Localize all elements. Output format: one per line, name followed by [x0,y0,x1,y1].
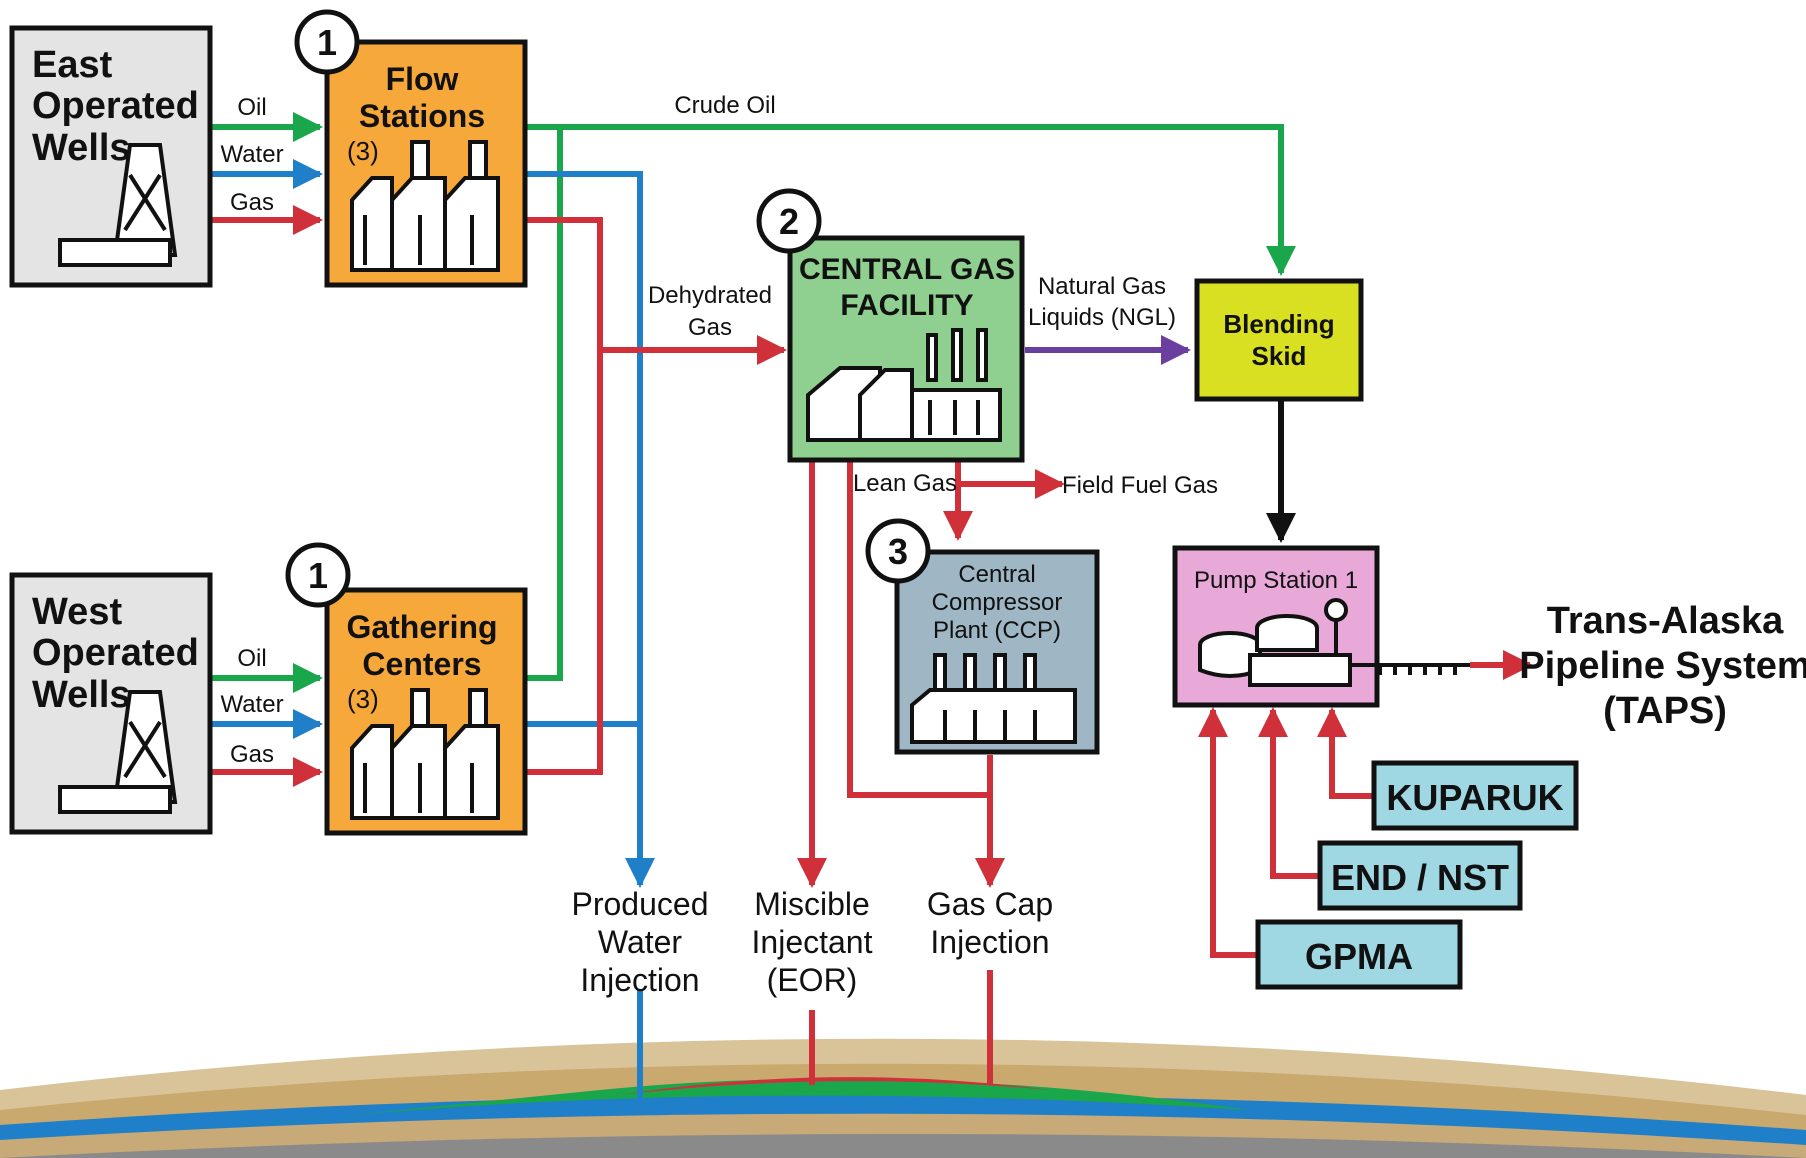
blending-skid-box: Blending Skid [1194,278,1364,402]
flow-stations-title-1: Flow [386,61,459,97]
central-gas-facility-box: CENTRAL GAS FACILITY 2 [756,188,1025,463]
gathering-centers-count: (3) [347,684,379,714]
injection-labels: Produced Water Injection Miscible Inject… [572,886,1054,998]
ground-strata [0,1038,1806,1158]
gathering-centers-title-2: Centers [362,646,481,682]
oil-rig-icon [58,690,178,814]
gas-cap-label-1: Gas Cap [927,886,1053,922]
kuparuk-box [1371,760,1579,831]
east-wells-line-1: East [32,44,113,86]
produced-water-label-1: Produced [572,886,709,922]
flow-lines [212,112,1533,1100]
blending-skid-title-1: Blending [1223,309,1334,339]
plant-icon [350,140,500,272]
dehydrated-gas-label-2: Gas [688,314,732,341]
ccp-title-2: Compressor [932,589,1063,616]
east-gas-label: Gas [230,189,274,216]
taps-label: Trans-Alaska Pipeline System (TAPS) [1519,600,1806,732]
ccp-box: Central Compressor Plant (CCP) 3 [865,518,1100,755]
ccp-title-3: Plant (CCP) [933,617,1061,644]
miscible-label-3: (EOR) [767,962,858,998]
produced-water-label-3: Injection [580,962,699,998]
flow-labels: Crude Oil Dehydrated Gas Natural Gas Liq… [648,92,1218,499]
taps-title-3: (TAPS) [1603,690,1727,732]
west-oil-label: Oil [237,645,266,672]
pump-station-title: Pump Station 1 [1194,567,1358,594]
west-wells-line-3: Wells [32,674,131,716]
west-gas-label: Gas [230,741,274,768]
gc-oil-line [525,127,563,681]
cgf-title-1: CENTRAL GAS [799,253,1015,286]
taps-title-1: Trans-Alaska [1547,600,1784,642]
ngl-label-1: Natural Gas [1038,273,1166,300]
pump-station-icon [1198,598,1470,687]
taps-title-2: Pipeline System [1519,645,1806,687]
gpma-label: GPMA [1305,936,1413,977]
west-wells-box: West Operated Wells [9,572,213,835]
west-wells-line-1: West [32,591,122,633]
gpma-box [1255,919,1463,990]
gpma-line [1198,707,1258,958]
gathering-centers-number: 1 [308,555,328,596]
produced-water-label-2: Water [598,924,683,960]
end-nst-box [1317,840,1523,911]
oil-rig-icon [58,143,178,267]
cgf-title-2: FACILITY [840,289,973,322]
east-wells-box: East Operated Wells [9,25,213,288]
east-water-label: Water [220,141,283,168]
east-wells-line-3: Wells [32,127,131,169]
ccp-title-1: Central [958,561,1035,588]
crude-oil-label: Crude Oil [674,92,775,119]
compressor-plant-icon [910,653,1077,744]
water-line [525,171,655,888]
gas-cap-label-2: Injection [930,924,1049,960]
gas-collector-line [525,217,603,775]
field-fuel-gas-label: Field Fuel Gas [1062,472,1218,499]
kuparuk-label: KUPARUK [1386,777,1563,818]
east-wells-line-2: Operated [32,85,199,127]
plant-icon [350,688,500,820]
gathering-centers-title-1: Gathering [346,609,497,645]
flow-stations-number: 1 [317,22,337,63]
west-wells-line-2: Operated [32,632,199,674]
east-oil-label: Oil [237,94,266,121]
blending-skid-title-2: Skid [1252,341,1307,371]
flow-stations-title-2: Stations [359,98,485,134]
flow-stations-box: Flow Stations (3) 1 [294,9,528,288]
dehydrated-gas-label-1: Dehydrated [648,282,772,309]
gas-plant-icon [806,328,1002,442]
pump-station-box: Pump Station 1 [1172,545,1470,708]
miscible-label-1: Miscible [754,886,870,922]
end-nst-label: END / NST [1331,857,1509,898]
lean-gas-label: Lean Gas [853,470,957,497]
kuparuk-line [1317,707,1374,799]
ngl-label-2: Liquids (NGL) [1028,304,1176,331]
lean-gas-bypass-line [847,460,990,798]
flow-stations-count: (3) [347,136,379,166]
west-water-label: Water [220,691,283,718]
stream-labels: Oil Water Gas Oil Water Gas [220,94,283,768]
end-nst-line [1258,707,1320,879]
external-fields: KUPARUK END / NST GPMA [1255,760,1579,990]
ccp-number: 3 [888,531,908,572]
crude-oil-line [525,124,1296,276]
gathering-centers-box: Gathering Centers (3) 1 [285,542,528,836]
cgf-number: 2 [779,201,799,242]
miscible-label-2: Injectant [752,924,873,960]
